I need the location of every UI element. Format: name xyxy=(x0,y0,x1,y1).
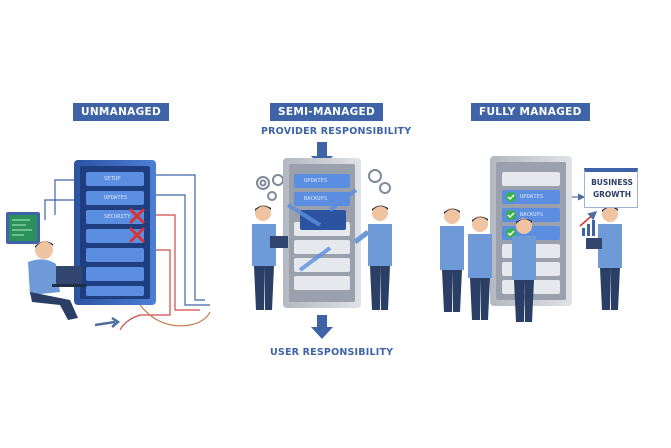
unmanaged-section xyxy=(6,160,211,331)
semi-rack-units xyxy=(294,174,350,290)
business-growth-line-2: GROWTH xyxy=(593,190,631,199)
support-team xyxy=(440,206,622,322)
user-person xyxy=(353,205,392,310)
slot-label: UPDATES xyxy=(520,194,544,200)
business-growth-box: BUSINESS GROWTH xyxy=(584,168,638,208)
fully-managed-section xyxy=(440,156,622,322)
provider-person xyxy=(252,205,288,310)
slot-label: UPDATES xyxy=(304,178,328,184)
unmanaged-title: UNMANAGED xyxy=(73,103,170,121)
down-arrow-icon xyxy=(311,315,333,339)
check-icon xyxy=(506,192,516,238)
tangled-cables xyxy=(44,174,211,331)
slot-label: BACKUPS xyxy=(304,196,328,202)
growth-chart-icon xyxy=(579,211,598,236)
wrench-icon xyxy=(94,316,121,328)
user-with-laptop xyxy=(28,241,86,320)
fully-managed-title: FULLY MANAGED xyxy=(471,103,590,121)
slot-label: SECURITY xyxy=(104,214,131,220)
unmanaged-rack-units xyxy=(86,172,144,296)
workflow-arrows xyxy=(286,188,358,272)
gear-icon xyxy=(256,169,391,201)
semi-managed-section xyxy=(252,142,392,339)
business-growth-line-1: BUSINESS xyxy=(591,178,633,187)
semi-managed-title: SEMI-MANAGED xyxy=(270,103,384,121)
control-panel xyxy=(300,210,346,230)
slot-label: UPDATES xyxy=(104,195,128,201)
error-x-icon xyxy=(129,208,145,243)
user-responsibility-label: USER RESPONSIBILITY xyxy=(270,347,394,358)
provider-responsibility-label: PROVIDER RESPONSIBILITY xyxy=(261,126,412,137)
slot-label: SETUP xyxy=(104,176,121,182)
slot-label: BACKUPS xyxy=(520,212,544,218)
